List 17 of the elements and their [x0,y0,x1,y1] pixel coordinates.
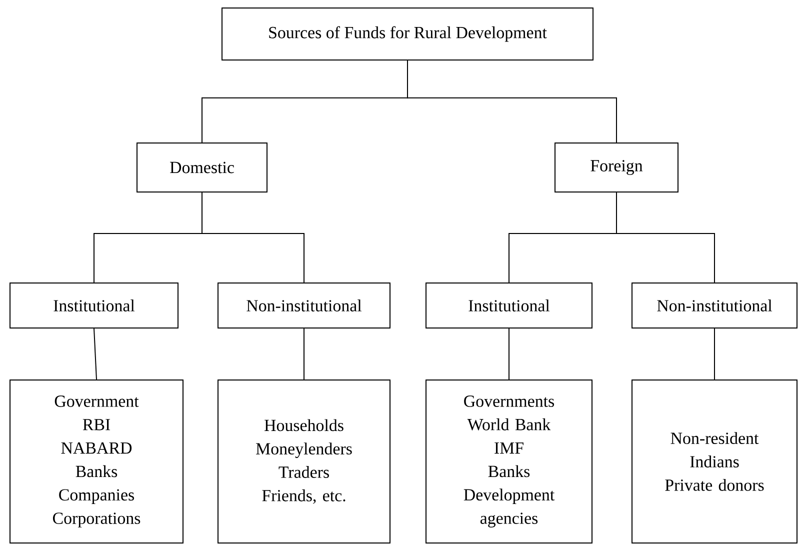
source-box: Non-institutional [632,282,798,328]
source-box: Institutional [426,282,592,328]
source-box: Non-institutional [218,282,390,328]
connector-line [714,328,715,380]
list-box: Households Moneylenders Traders Friends, etc. [218,380,390,544]
category-box: Foreign [554,142,678,192]
category-box: Domestic [136,142,268,192]
list-box: Government RBI NABARD Banks Companies Corporations [10,380,184,544]
source-box: Institutional [10,282,178,328]
title-box: Sources of Funds for Rural Development [222,8,594,60]
connector-line [616,192,715,283]
list-box: Non-resident Indians Private donors [632,380,798,544]
connector-line [508,328,510,380]
connector-line [202,192,304,283]
connector-line [407,60,617,143]
connector-line [94,328,97,380]
list-box: Governments World Bank IMF Banks Development agencies [426,380,592,544]
